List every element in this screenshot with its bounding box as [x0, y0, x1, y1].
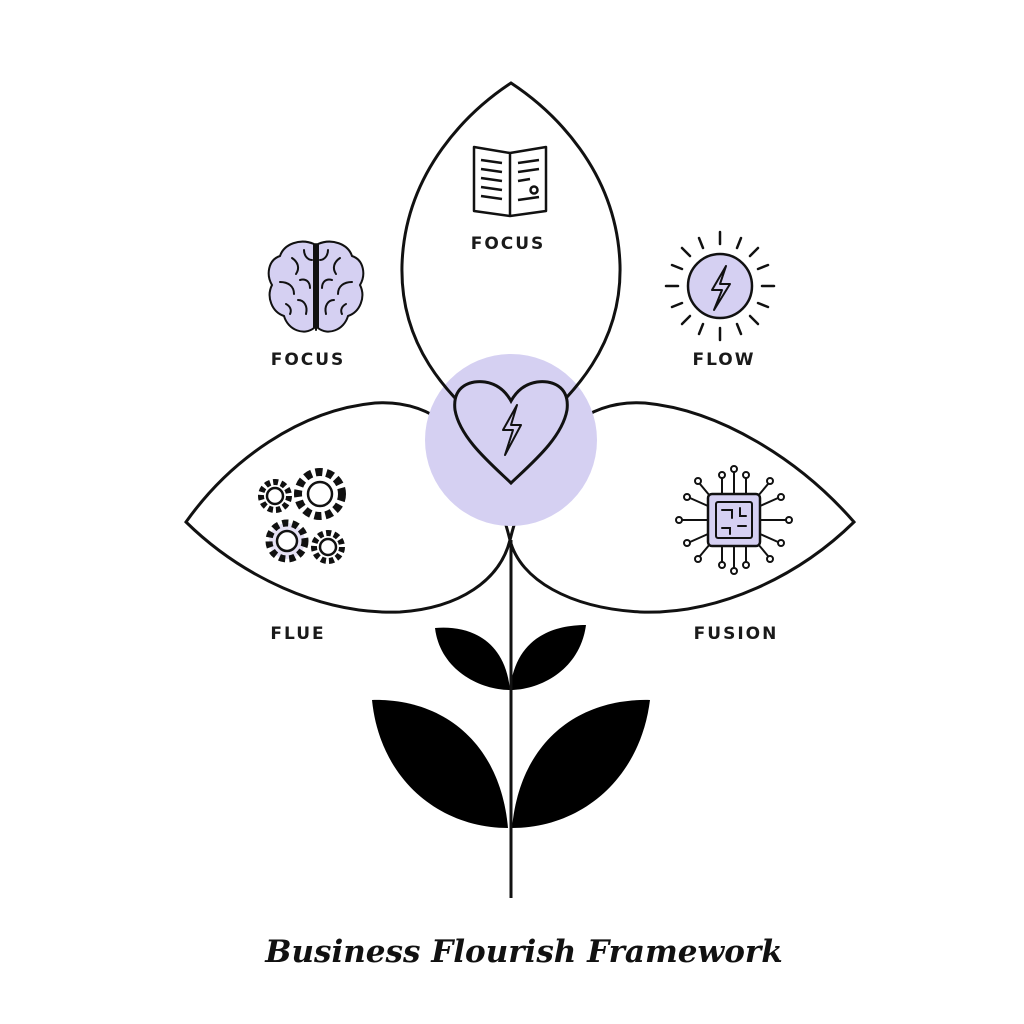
large-leaf-right	[512, 699, 650, 828]
gears-icon	[258, 468, 346, 564]
heart-lightning-icon	[453, 380, 569, 486]
small-leaf-right	[510, 625, 586, 690]
lightning-sun-icon	[664, 230, 776, 342]
open-book-icon	[472, 145, 548, 218]
label-top-petal: FOCUS	[471, 234, 546, 254]
left-petal	[184, 401, 512, 614]
label-lower-right: FUSION	[694, 624, 779, 644]
small-leaf-left	[435, 627, 510, 690]
label-lower-left: FLUE	[270, 624, 325, 644]
label-upper-right: FLOW	[692, 350, 755, 370]
brain-icon	[267, 240, 365, 333]
diagram-title: Business Flourish Framework	[264, 934, 782, 970]
label-upper-left: FOCUS	[271, 350, 346, 370]
circuit-chip-icon	[675, 465, 793, 575]
right-petal	[508, 401, 857, 614]
large-leaf-left	[372, 699, 508, 828]
